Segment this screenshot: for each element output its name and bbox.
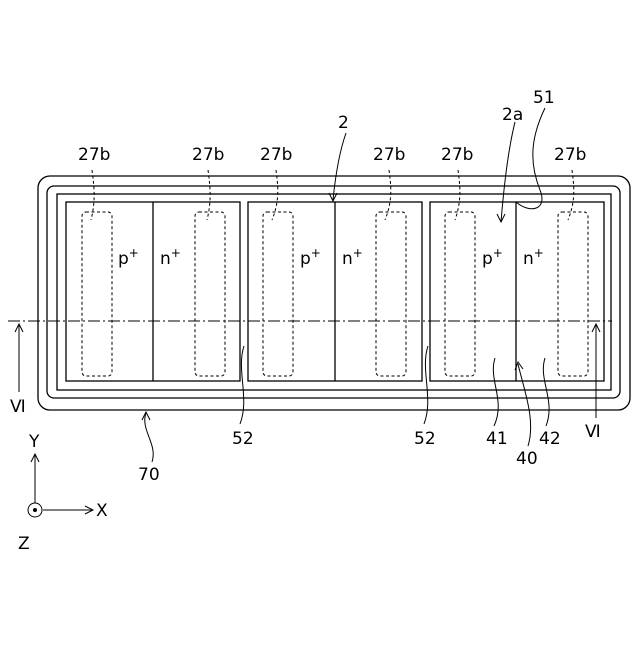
doping-p-cell-2: p+ xyxy=(300,246,321,269)
leader-2 xyxy=(333,133,346,200)
contact-27b-2 xyxy=(195,212,225,376)
doping-p-cell-1: p+ xyxy=(118,246,139,269)
label-27b-2: 27b xyxy=(192,145,224,165)
contact-27b-1 xyxy=(82,212,112,376)
axis-y-label: Y xyxy=(28,432,40,452)
label-40: 40 xyxy=(516,449,538,469)
cell-3 xyxy=(430,202,604,381)
leader-42 xyxy=(543,358,549,426)
label-41: 41 xyxy=(486,429,508,449)
label-27b-1: 27b xyxy=(78,145,110,165)
label-52-right: 52 xyxy=(414,429,436,449)
contact-27b-6 xyxy=(558,212,588,376)
label-VI-right: Ⅵ xyxy=(585,422,601,442)
axis-x-label: X xyxy=(96,501,108,521)
inner-frame xyxy=(57,194,611,390)
label-52-left: 52 xyxy=(232,429,254,449)
leader-2a xyxy=(501,122,515,222)
axis-z-label: Z xyxy=(18,534,30,554)
doping-p-cell-3: p+ xyxy=(482,246,503,269)
label-2a: 2a xyxy=(502,105,523,125)
contact-27b-5 xyxy=(445,212,475,376)
outer-frame-70 xyxy=(38,176,630,410)
leader-70 xyxy=(145,413,153,462)
contact-27b-3 xyxy=(263,212,293,376)
label-51: 51 xyxy=(533,88,555,108)
leader-52-right xyxy=(424,346,428,424)
label-27b-6: 27b xyxy=(554,145,586,165)
leader-40 xyxy=(518,364,531,446)
label-VI-left: Ⅵ xyxy=(10,397,26,417)
leader-41 xyxy=(493,358,498,426)
label-27b-4: 27b xyxy=(373,145,405,165)
middle-frame xyxy=(47,186,620,398)
label-27b-3: 27b xyxy=(260,145,292,165)
label-42: 42 xyxy=(539,429,561,449)
axis-z-dot xyxy=(33,508,37,512)
label-70: 70 xyxy=(138,465,160,485)
label-27b-5: 27b xyxy=(441,145,473,165)
contact-27b-4 xyxy=(376,212,406,376)
label-2: 2 xyxy=(338,113,349,133)
doping-n-cell-3: n+ xyxy=(523,246,544,269)
doping-n-cell-1: n+ xyxy=(160,246,181,269)
doping-n-cell-2: n+ xyxy=(342,246,363,269)
